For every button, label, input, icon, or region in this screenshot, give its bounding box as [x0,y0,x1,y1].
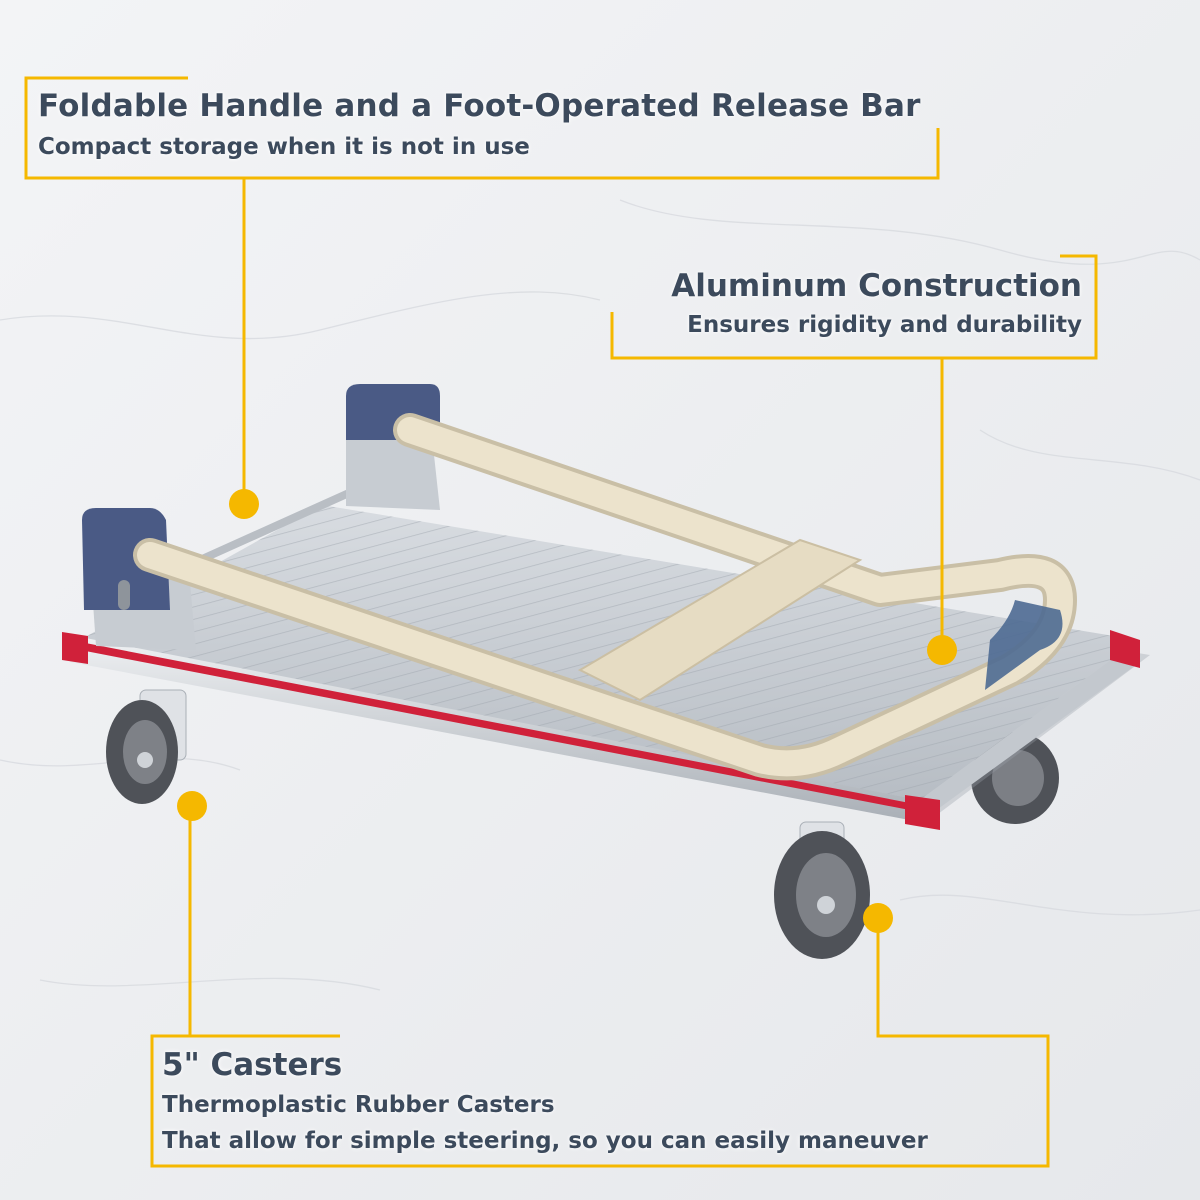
front-handle-bracket-icon [82,508,196,650]
callout-frames [24,76,1098,1168]
handle-callout-title: Foldable Handle and a Foot-Operated Rele… [38,88,921,124]
front-right-caster-icon [774,821,870,959]
casters-callout-title: 5" Casters [162,1047,343,1083]
casters-callout-subtitle-2: That allow for simple steering, so you c… [162,1128,928,1154]
casters-callout-subtitle-1: Thermoplastic Rubber Casters [162,1092,555,1118]
left-red-cap [62,632,88,664]
red-bumper-strip [70,640,920,812]
callout-dots [177,489,957,933]
handle-callout-subtitle: Compact storage when it is not in use [38,134,530,160]
front-red-cap [905,795,940,830]
right-rail [920,640,1140,822]
construction-callout-title: Aluminum Construction [671,268,1082,304]
front-left-caster-icon [106,689,187,804]
handle-grip-icon [985,600,1063,690]
right-red-cap [1110,630,1140,668]
construction-callout-subtitle: Ensures rigidity and durability [687,312,1082,338]
handle-crossbar [577,538,863,702]
